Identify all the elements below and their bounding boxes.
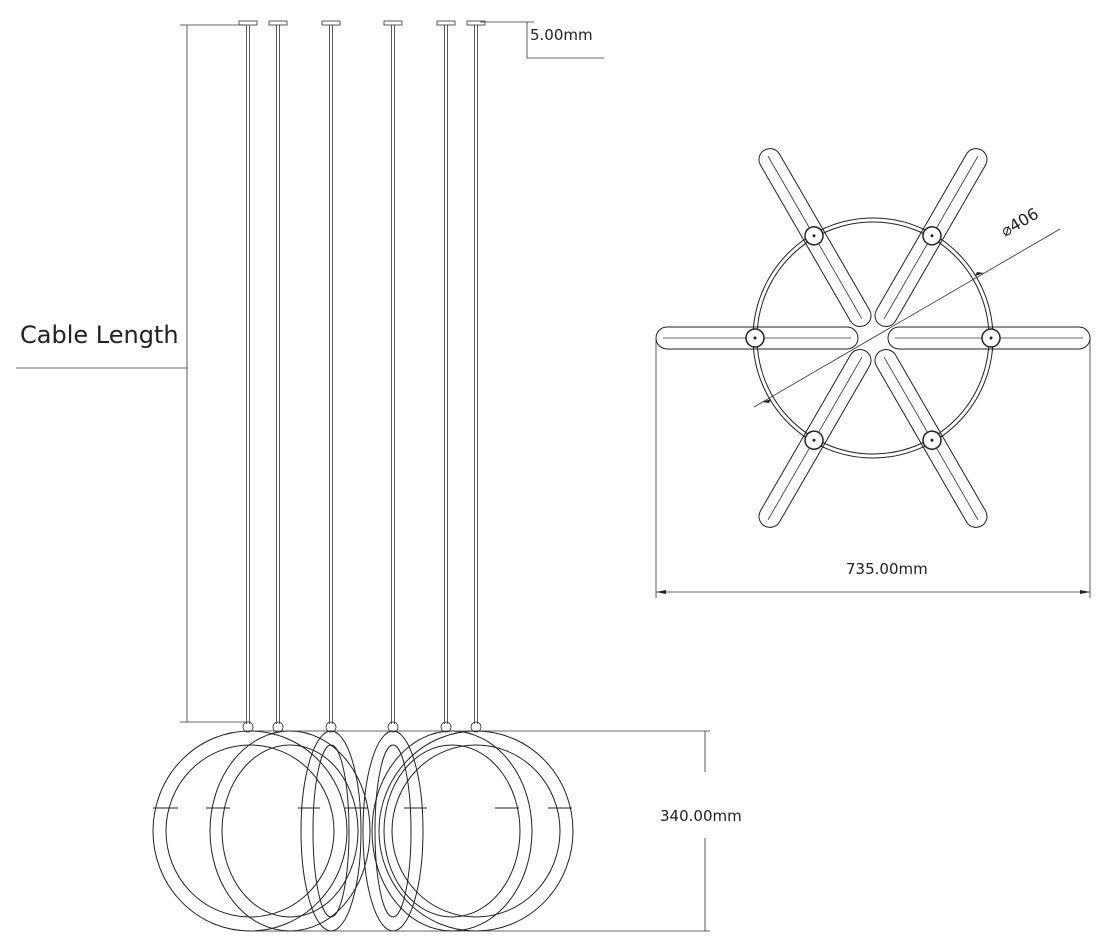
cable-connector	[387, 721, 399, 733]
ring-inner	[391, 744, 561, 918]
cable-connector	[272, 721, 284, 733]
arm-body	[874, 148, 988, 327]
diameter-label: ⌀406	[998, 204, 1042, 241]
ring-inner	[312, 744, 350, 918]
ring-outer	[300, 730, 362, 932]
ring-outer	[209, 730, 371, 932]
cable-connector	[440, 721, 452, 733]
cable-length-dimension: Cable Length	[16, 24, 245, 723]
top-view	[655, 148, 1091, 528]
canopy-thickness-dimension: 5.00mm	[480, 21, 604, 59]
arm	[758, 349, 872, 528]
width-dimension: 735.00mm	[655, 338, 1091, 598]
canopy	[466, 20, 486, 26]
height-label: 340.00mm	[660, 807, 742, 825]
arm	[874, 148, 988, 327]
canopy	[383, 20, 403, 26]
cable-connector	[325, 721, 337, 733]
arm	[874, 349, 988, 528]
arm	[758, 148, 872, 327]
mount-hole	[812, 234, 816, 238]
ring-inner	[165, 744, 335, 918]
canopy	[321, 20, 341, 26]
ring-outer	[378, 730, 574, 932]
cable-connector	[470, 721, 482, 733]
arm-body	[758, 148, 872, 327]
width-label: 735.00mm	[846, 560, 928, 578]
canopy	[268, 20, 288, 26]
mount-hole	[930, 234, 934, 238]
mount-hole	[930, 438, 934, 442]
canopy	[436, 20, 456, 26]
canopy	[238, 20, 258, 26]
arm-body	[874, 349, 988, 528]
mount-hole	[812, 438, 816, 442]
ring-inner	[374, 744, 412, 918]
height-dimension: 340.00mm	[250, 730, 742, 932]
ring-inner	[383, 744, 521, 918]
arm	[655, 326, 859, 350]
mount-hole	[989, 336, 993, 340]
arm	[887, 326, 1091, 350]
ring-outer	[371, 730, 533, 932]
cable-length-label: Cable Length	[20, 321, 179, 349]
canopy-thickness-label: 5.00mm	[530, 26, 593, 44]
side-view	[152, 20, 574, 932]
arm-body	[758, 349, 872, 528]
cable-connector	[242, 721, 254, 733]
ring-inner	[221, 744, 359, 918]
mount-hole	[753, 336, 757, 340]
